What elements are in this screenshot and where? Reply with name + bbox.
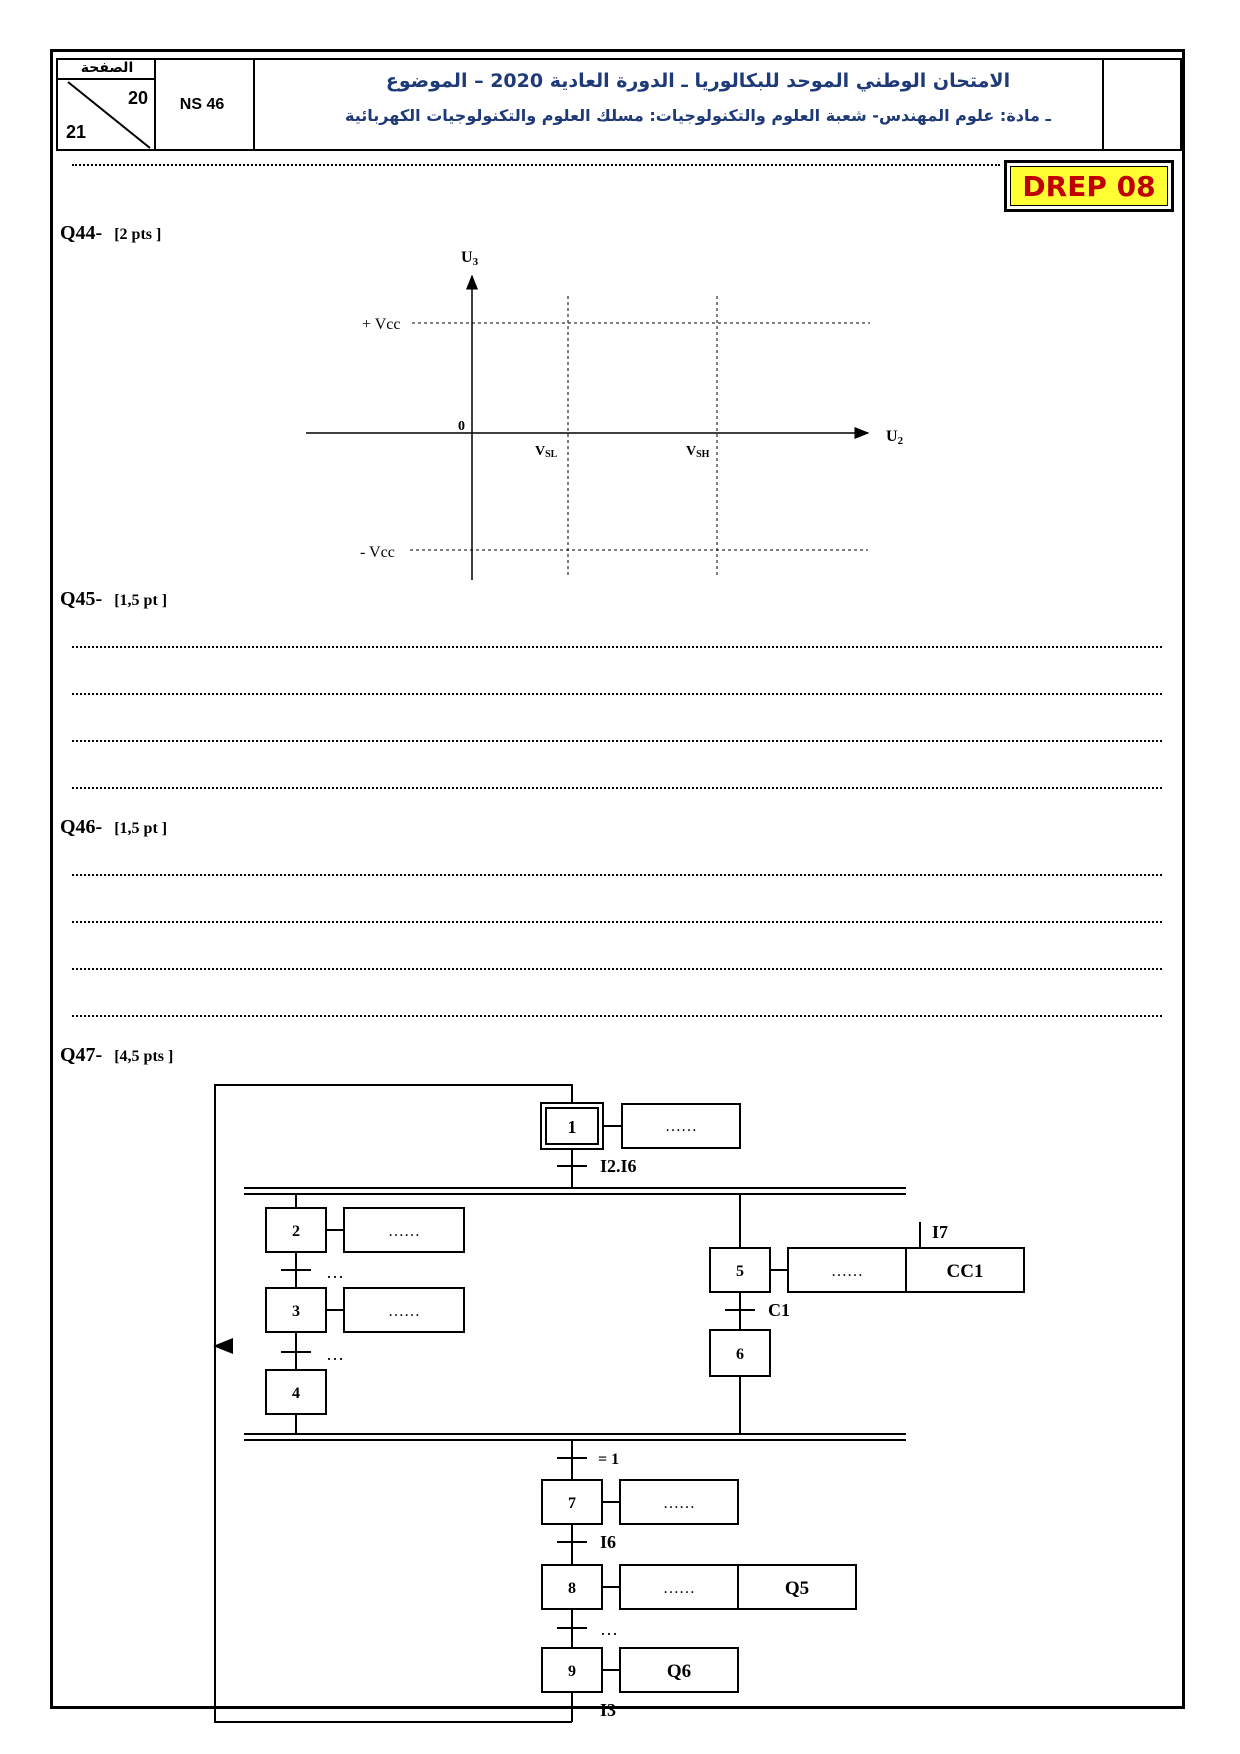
header-divider xyxy=(253,60,255,149)
transition-t5-label: C1 xyxy=(768,1300,790,1320)
answer-dotted-line xyxy=(72,164,1000,168)
answer-dotted-line xyxy=(72,646,1162,648)
question-points: [1,5 pt ] xyxy=(114,820,168,837)
question-label: Q45- xyxy=(60,588,103,610)
action-2-text: …… xyxy=(388,1223,420,1240)
page-total: 21 xyxy=(66,122,87,142)
header-divider xyxy=(1102,60,1104,149)
step-6-number: 6 xyxy=(736,1346,744,1363)
question-q46: Q46- [1,5 pt ] xyxy=(60,816,167,839)
question-q47: Q47- [4,5 pts ] xyxy=(60,1044,173,1067)
page-frame xyxy=(50,49,1185,1709)
page-label: الصفحة xyxy=(80,60,134,76)
question-label: Q46- xyxy=(60,816,103,838)
transition-sync-label: = 1 xyxy=(598,1451,619,1468)
question-q45: Q45- [1,5 pt ] xyxy=(60,588,167,611)
origin-label: 0 xyxy=(458,419,465,434)
answer-dotted-line xyxy=(72,874,1162,876)
exam-header: الصفحة 20 21 NS 46 الامتحان الوطني الموح… xyxy=(56,58,1182,151)
action-9-text: Q6 xyxy=(667,1661,691,1682)
header-divider xyxy=(154,60,156,149)
answer-dotted-line xyxy=(72,693,1162,695)
question-points: [1,5 pt ] xyxy=(114,592,168,609)
transition-t8-label: … xyxy=(600,1619,618,1639)
action-box-9 xyxy=(619,1647,739,1693)
question-label: Q47- xyxy=(60,1044,103,1066)
step-1-number: 1 xyxy=(568,1117,577,1137)
transition-t3-label: … xyxy=(326,1344,344,1364)
return-loop xyxy=(214,1084,573,1723)
answer-dotted-line xyxy=(72,968,1162,970)
step-7-number: 7 xyxy=(568,1495,576,1512)
action-box-2 xyxy=(343,1207,465,1253)
exam-title: الامتحان الوطني الموحد للبكالوريا ـ الدو… xyxy=(385,70,1011,92)
cc1-condition-label: I7 xyxy=(932,1222,948,1242)
answer-dotted-line xyxy=(72,787,1162,789)
action-box-3 xyxy=(343,1287,465,1333)
action-box-7 xyxy=(619,1479,739,1525)
step-4-number: 4 xyxy=(292,1385,300,1402)
plus-vcc-label: + Vcc xyxy=(362,316,401,333)
page-diagonal xyxy=(67,81,151,149)
action-8a-text: …… xyxy=(663,1580,695,1597)
step-1-inner xyxy=(545,1107,599,1145)
action-box-1 xyxy=(621,1103,741,1149)
question-points: [2 pts ] xyxy=(114,226,162,243)
action-7-text: …… xyxy=(663,1495,695,1512)
answer-dotted-line xyxy=(72,1015,1162,1017)
question-label: Q44- xyxy=(60,222,103,244)
step-9-number: 9 xyxy=(568,1663,576,1680)
step-3-number: 3 xyxy=(292,1303,300,1320)
step-2-number: 2 xyxy=(292,1223,300,1240)
transition-t7-label: I6 xyxy=(600,1532,616,1552)
step-5-number: 5 xyxy=(736,1263,744,1280)
transition-t2-label: … xyxy=(326,1262,344,1282)
minus-vcc-label: - Vcc xyxy=(360,544,395,561)
step-8-number: 8 xyxy=(568,1580,576,1597)
action-5a-text: …… xyxy=(831,1263,863,1280)
transition-t9-label: I3 xyxy=(600,1700,616,1720)
transition-t1-label: I2.I6 xyxy=(600,1156,637,1176)
action-8b-text: Q5 xyxy=(785,1578,809,1599)
answer-dotted-line xyxy=(72,921,1162,923)
exam-code: NS 46 xyxy=(179,95,225,113)
answer-dotted-line xyxy=(72,740,1162,742)
document-ref-label: DREP 08 xyxy=(1010,166,1168,206)
action-1-text: …… xyxy=(665,1118,697,1135)
action-3-text: …… xyxy=(388,1303,420,1320)
u3-u2-graph: U3 U2 0 + Vcc - Vcc VSL VSH xyxy=(306,249,904,580)
action-box-8b xyxy=(737,1564,857,1610)
document-ref-badge: DREP 08 xyxy=(1004,160,1174,212)
page-current: 20 xyxy=(128,88,149,108)
question-q44: Q44- [2 pts ] xyxy=(60,222,161,245)
question-points: [4,5 pts ] xyxy=(114,1048,174,1065)
action-box-5b xyxy=(905,1247,1025,1293)
action-5b-text: CC1 xyxy=(947,1261,984,1282)
exam-subtitle: ـ مادة: علوم المهندس- شعبة العلوم والتكن… xyxy=(345,106,1051,125)
page-label-divider xyxy=(58,78,154,80)
